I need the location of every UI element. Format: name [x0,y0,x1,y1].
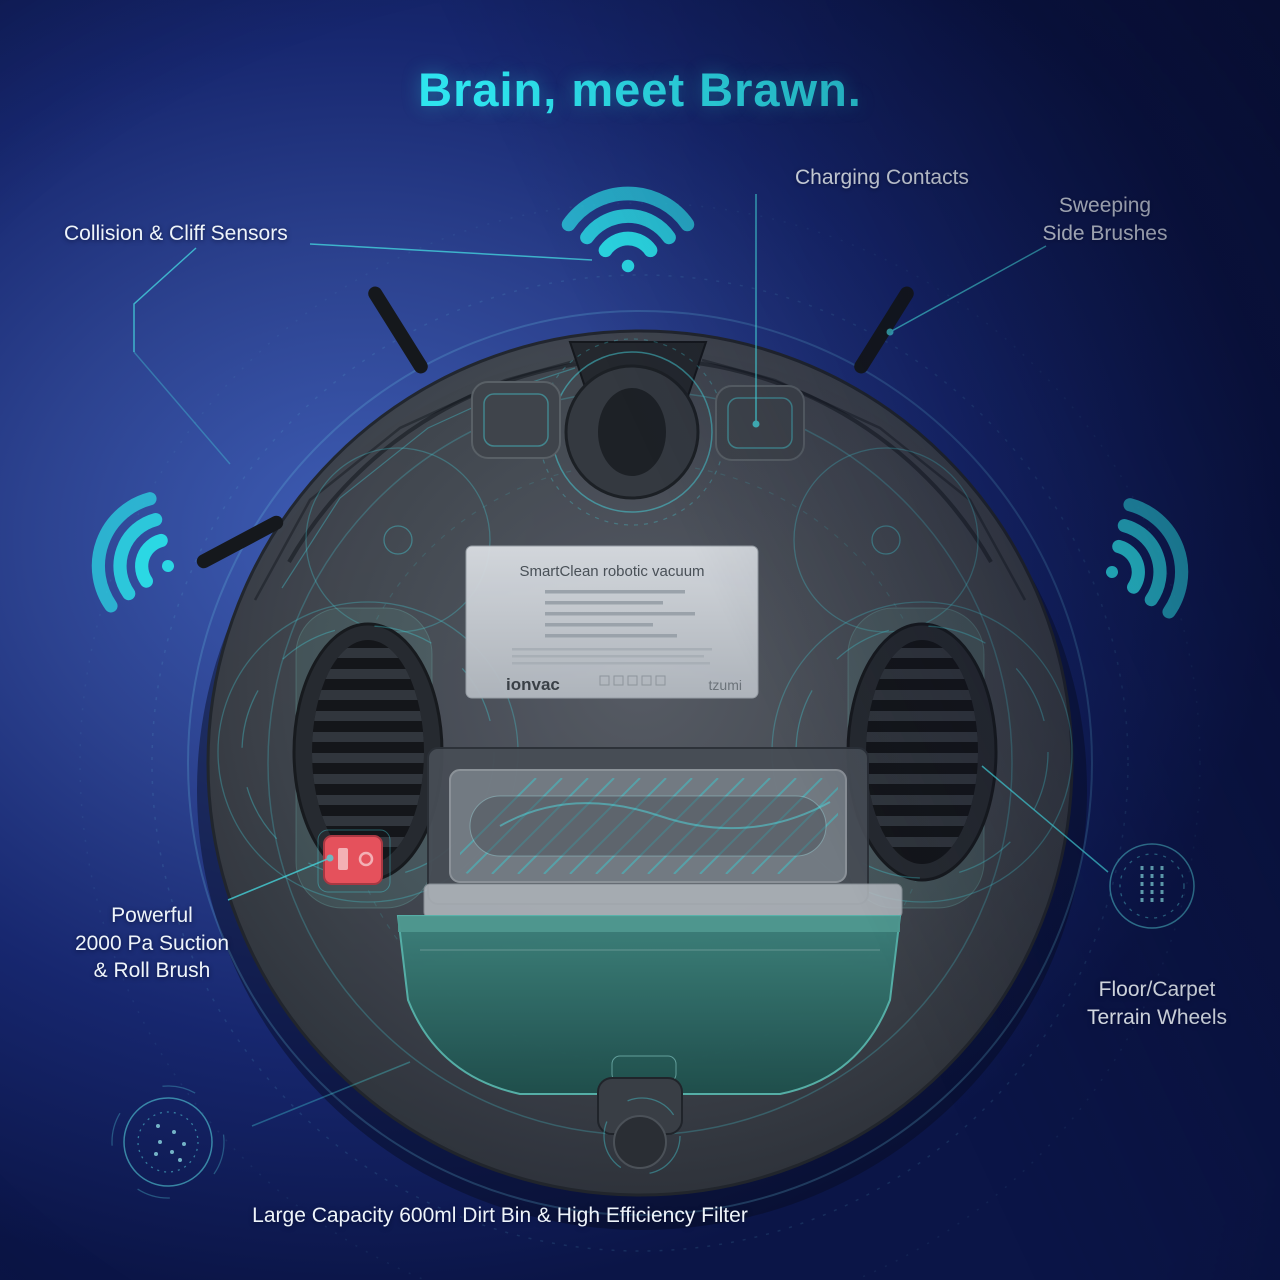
dirt-bin [396,915,902,1095]
callout-collision-sensors-label: Collision & Cliff Sensors [64,220,288,248]
callout-charging-contacts-label: Charging Contacts [795,164,969,192]
wifi-signal-icon-left [83,489,193,622]
wifi-signal-icon-right [1087,495,1197,628]
side-brush-left [368,286,428,374]
side-brush-left-lower [196,515,284,569]
side-brush-right [854,286,914,374]
plate-model-title: SmartClean robotic vacuum [519,563,704,580]
plate-brand-ionvac: ionvac [506,675,560,694]
callout-line-collision [133,247,197,352]
callout-collision-sensors-text: Collision & Cliff Sensors [64,222,288,245]
callout-line-dirt-bin [251,1061,411,1127]
page-title: Brain, meet Brawn. [418,63,862,116]
callout-lines [133,194,1109,1127]
callout-sweeping-line1: Sweeping [1058,194,1152,217]
callout-suction-line3: & Roll Brush [93,959,211,983]
callout-dirt-bin-label: Large Capacity 600ml Dirt Bin & High Eff… [80,1202,920,1230]
callout-charging-contacts-text: Charging Contacts [795,166,969,189]
rear-caster-wheel [597,1077,683,1175]
plate-brand-tzumi: tzumi [709,677,742,693]
tech-ornament-meter [1109,843,1195,929]
callout-sweeping-side-brushes-label: Sweeping Side Brushes [1015,192,1195,247]
callout-suction-line1: Powerful [111,904,193,927]
callout-suction-roll-brush-label: Powerful 2000 Pa Suction & Roll Brush [42,902,262,985]
callout-terrain-line1: Floor/Carpet [1098,978,1216,1001]
right-wheel [771,601,1073,903]
callout-terrain-line2: Terrain Wheels [1086,1005,1228,1029]
callout-suction-line2: 2000 Pa Suction [74,931,230,955]
brush-guard-bar [423,883,903,919]
power-switch [317,829,391,893]
callout-line-collision-to-sensor [309,243,593,261]
charging-contact-pads [471,381,805,461]
callout-dirt-bin-text: Large Capacity 600ml Dirt Bin & High Eff… [252,1204,748,1227]
callout-line-suction [227,857,331,901]
rating-plate: SmartClean robotic vacuum ionvac tzumi [465,545,759,699]
callout-line-sweeping [889,245,1047,333]
callout-sweeping-line2: Side Brushes [1042,221,1168,245]
callout-line-terrain [981,765,1109,873]
callout-terrain-wheels-label: Floor/Carpet Terrain Wheels [1047,976,1267,1031]
roll-brush-assembly [427,747,869,905]
left-wheel [217,601,519,903]
tech-ornament-dots [111,1085,225,1199]
robot-vacuum-underside: SmartClean robotic vacuum ionvac tzumi [79,202,1201,1280]
